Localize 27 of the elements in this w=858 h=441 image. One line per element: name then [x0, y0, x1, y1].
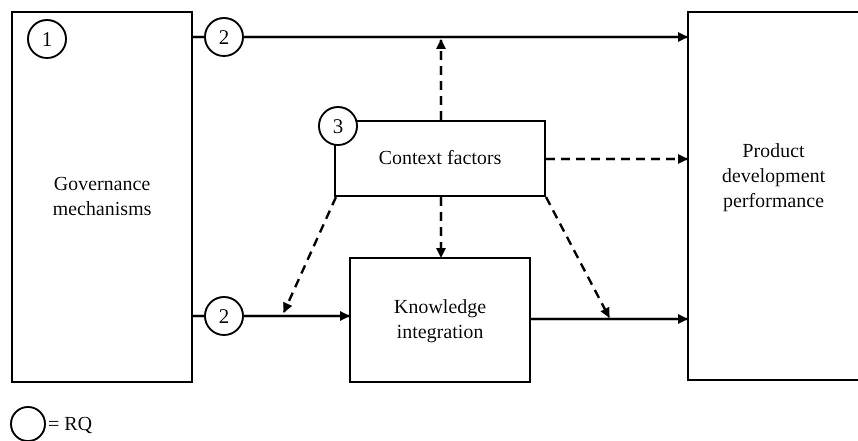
arrow [244, 32, 688, 42]
numbered-circle [318, 106, 358, 146]
concept-box [11, 11, 193, 383]
numbered-circle [204, 17, 244, 57]
dashed-arrow [546, 154, 688, 164]
circle-number: 2 [218, 26, 230, 48]
box-label: Governance mechanisms [52, 172, 152, 222]
arrow [244, 311, 350, 321]
connector-line [193, 314, 204, 318]
concept-box [334, 120, 546, 197]
box-label: Context factors [378, 146, 502, 171]
numbered-circle [204, 296, 244, 336]
box-label: Product development performance [720, 138, 826, 214]
numbered-circle [27, 19, 67, 59]
circle-number: 1 [42, 28, 52, 50]
connector-line [193, 36, 204, 38]
legend-text: = RQ [48, 412, 92, 436]
dashed-arrow [282, 196, 338, 313]
concept-box [687, 11, 858, 381]
arrow [531, 314, 688, 324]
dashed-arrow [436, 39, 446, 120]
dashed-arrow [544, 196, 610, 318]
circle-number: 3 [332, 116, 344, 136]
circle-number: 2 [218, 306, 230, 326]
concept-box [349, 257, 531, 383]
box-label: Knowledge integration [392, 295, 488, 345]
dashed-arrow [436, 197, 446, 258]
